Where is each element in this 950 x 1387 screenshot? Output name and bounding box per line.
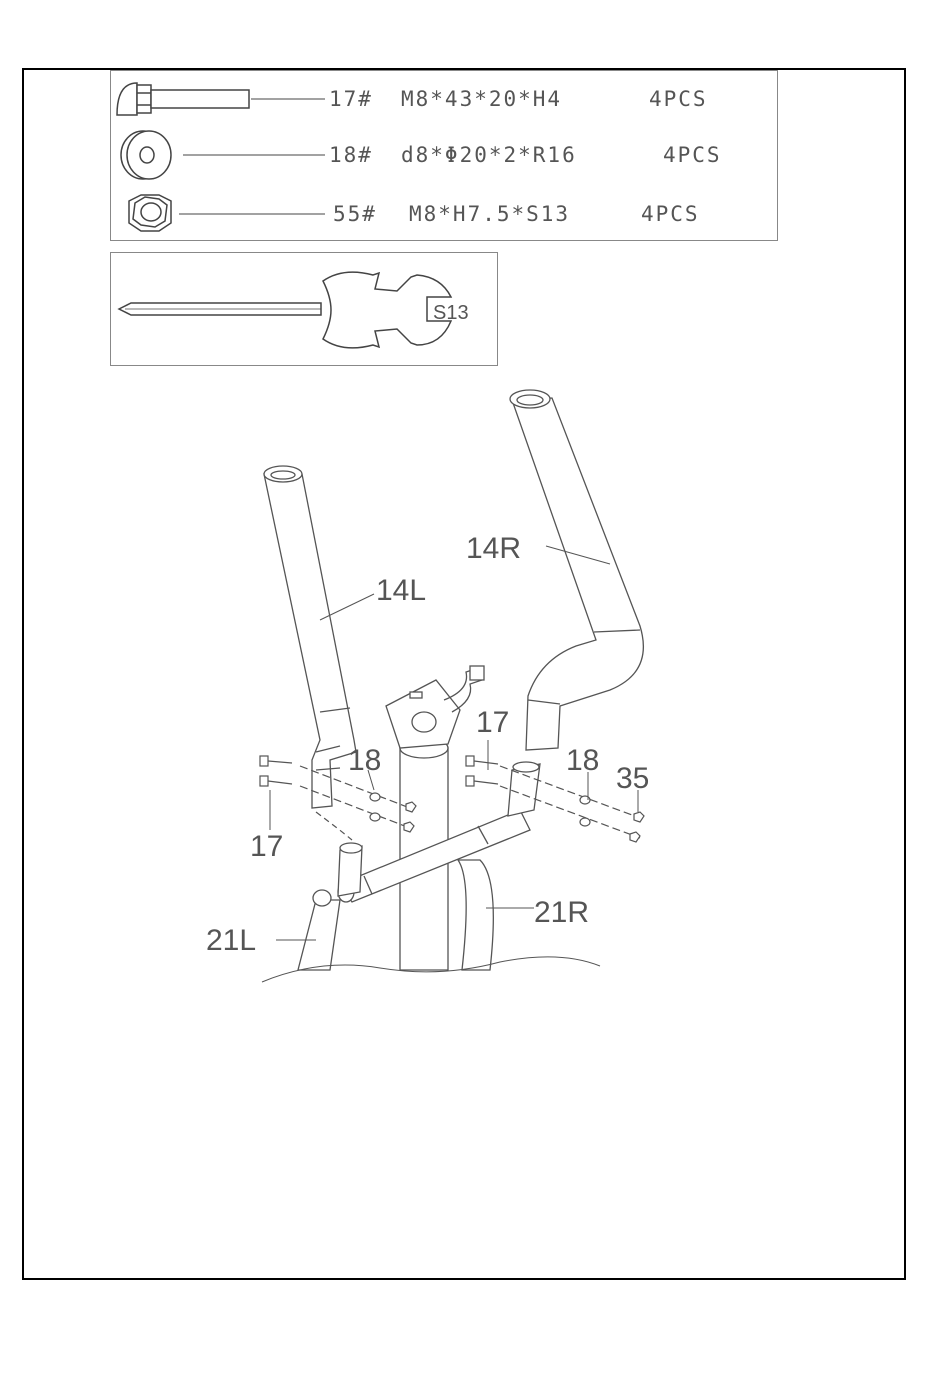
washer-icon xyxy=(121,131,325,179)
part-18-code: 18# xyxy=(329,143,373,167)
wrench-size-label: S13 xyxy=(433,302,469,324)
part-55-spec: M8*H7.5*S13 xyxy=(409,202,570,226)
part-18-qty: 4PCS xyxy=(663,143,722,167)
part-17-spec: M8*43*20*H4 xyxy=(401,87,562,111)
nut-icon xyxy=(129,195,325,231)
page-frame xyxy=(22,68,906,1280)
bolt-icon xyxy=(117,83,325,115)
part-17-code: 17# xyxy=(329,87,373,111)
part-17-qty: 4PCS xyxy=(649,87,708,111)
parts-list-box: 17# M8*43*20*H4 4PCS 18# d8*Φ20*2*R16 4P… xyxy=(110,70,778,241)
part-18-spec: d8*Φ20*2*R16 xyxy=(401,143,577,167)
part-55-code: 55# xyxy=(333,202,377,226)
part-55-qty: 4PCS xyxy=(641,202,700,226)
screwdriver-wrench-icon: S13 xyxy=(111,253,499,367)
tool-box: S13 xyxy=(110,252,498,366)
